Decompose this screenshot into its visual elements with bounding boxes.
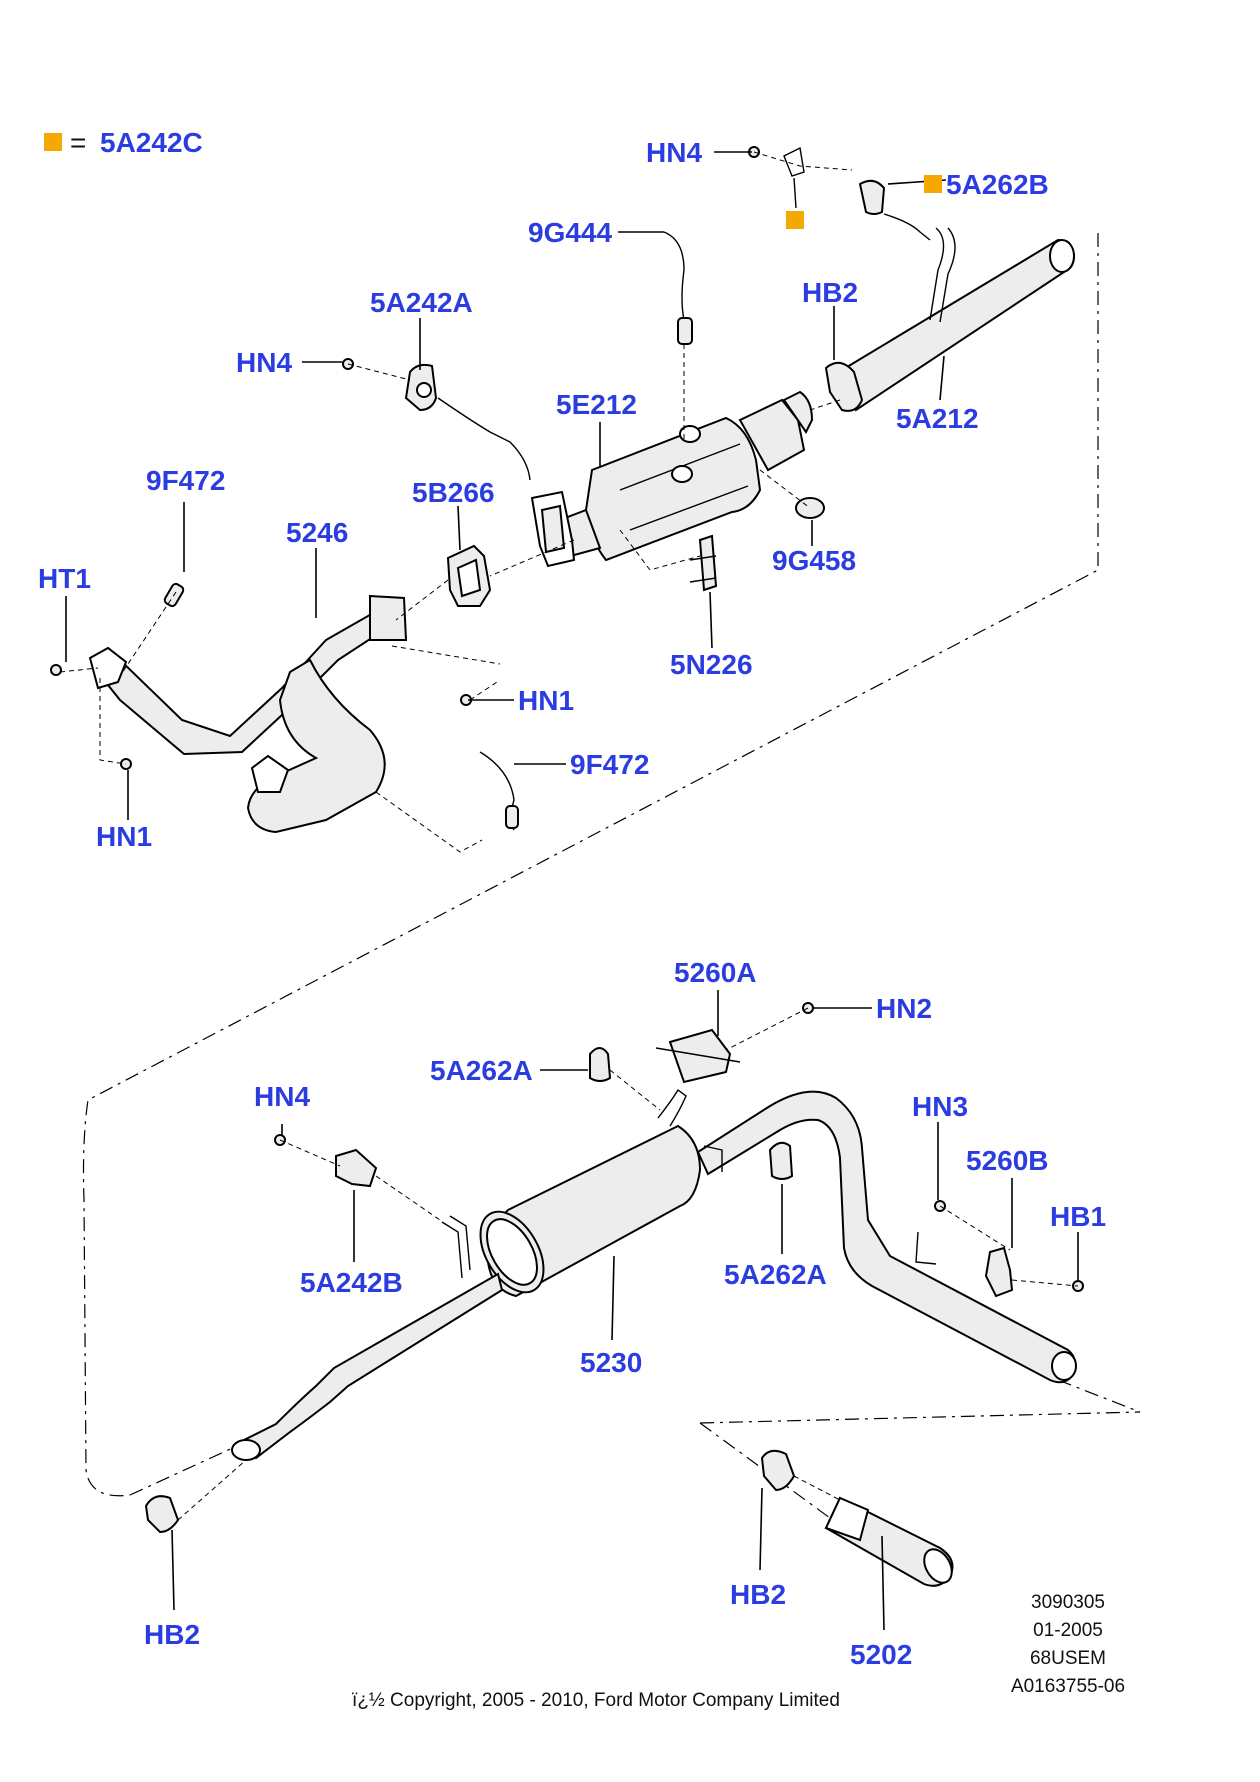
label-5a242a: 5A242A (370, 287, 473, 318)
sensor-9f472-right (479, 751, 519, 831)
tailpipe-tip-5202 (824, 1496, 954, 1587)
info-line-3: 68USEM (1030, 1648, 1106, 1669)
info-line-2: 01-2005 (1033, 1620, 1103, 1641)
gasket-5b266 (446, 544, 492, 607)
legend: = 5A242C (44, 127, 203, 158)
bracket-5260a (655, 1028, 741, 1084)
label-hb2-middle: HB2 (730, 1579, 786, 1610)
label-5202: 5202 (850, 1639, 912, 1670)
legend-code: 5A242C (100, 127, 203, 158)
label-5230: 5230 (580, 1347, 642, 1378)
label-5246: 5246 (286, 517, 348, 548)
muffler-5230 (231, 1088, 1077, 1461)
label-5n226: 5N226 (670, 649, 753, 680)
label-5a242b: 5A242B (300, 1267, 403, 1298)
label-hn2: HN2 (876, 993, 932, 1024)
clamp-hb2-top (824, 361, 864, 412)
bracket-5260b (915, 1231, 1014, 1298)
pipe-5a212 (840, 227, 1076, 412)
lower-assembly (144, 1002, 1084, 1587)
label-9f472-right: 9F472 (570, 749, 649, 780)
explode-lines-upper (59, 151, 853, 853)
legend-equals: = (70, 127, 86, 158)
label-ht1: HT1 (38, 563, 91, 594)
label-9g444: 9G444 (528, 217, 612, 248)
explode-lines-lower (177, 1007, 1079, 1521)
hanger-5a262b (783, 146, 931, 241)
clamp-hb2-middle (760, 1449, 796, 1492)
label-5260a: 5260A (674, 957, 757, 988)
hanger-5a242b (335, 1148, 378, 1188)
label-hn4-lower: HN4 (254, 1081, 310, 1112)
label-hb2-bottom: HB2 (144, 1619, 200, 1650)
bracket-5n226 (689, 534, 718, 592)
clamp-hb2-bottom (144, 1495, 180, 1534)
hanger-5a242a (404, 363, 531, 481)
legend-symbol (44, 133, 62, 151)
info-block: 3090305 01-2005 68USEM A0163755-06 (1011, 1592, 1125, 1697)
flange (530, 490, 576, 568)
info-line-4: A0163755-06 (1011, 1676, 1125, 1697)
label-5a212: 5A212 (896, 403, 979, 434)
label-5260b: 5260B (966, 1145, 1049, 1176)
info-line-1: 3090305 (1031, 1592, 1105, 1613)
y-pipe-5246 (88, 594, 408, 834)
label-9f472-left: 9F472 (146, 465, 225, 496)
label-5e212: 5E212 (556, 389, 637, 420)
legend-marker-5a242c (786, 211, 804, 229)
label-hn4-top: HN4 (646, 137, 702, 168)
label-5a262a-top: 5A262A (430, 1055, 533, 1086)
label-5a262a-bottom: 5A262A (724, 1259, 827, 1290)
hanger-5a262a-bottom (768, 1141, 794, 1180)
label-hb1: HB1 (1050, 1201, 1106, 1232)
label-hb2-top: HB2 (802, 277, 858, 308)
leader-lines (65, 151, 1079, 1631)
label-hn1-right: HN1 (518, 685, 574, 716)
copyright: ï¿½ Copyright, 2005 - 2010, Ford Motor C… (352, 1690, 840, 1711)
label-5b266: 5B266 (412, 477, 495, 508)
plug-9g458 (795, 497, 825, 519)
hanger-5a262a-top (589, 1047, 612, 1082)
label-9g458: 9G458 (772, 545, 856, 576)
label-5a262b-marker (924, 175, 942, 193)
label-hn4-left: HN4 (236, 347, 292, 378)
label-hn1-left: HN1 (96, 821, 152, 852)
label-hn3: HN3 (912, 1091, 968, 1122)
upper-assembly (50, 146, 1076, 853)
label-5a262b: 5A262B (946, 169, 1049, 200)
sensor-9g444 (663, 231, 693, 345)
callout-labels: HN4 5A262B 9G444 HB2 5A242A HN4 5E212 5A… (38, 137, 1106, 1670)
